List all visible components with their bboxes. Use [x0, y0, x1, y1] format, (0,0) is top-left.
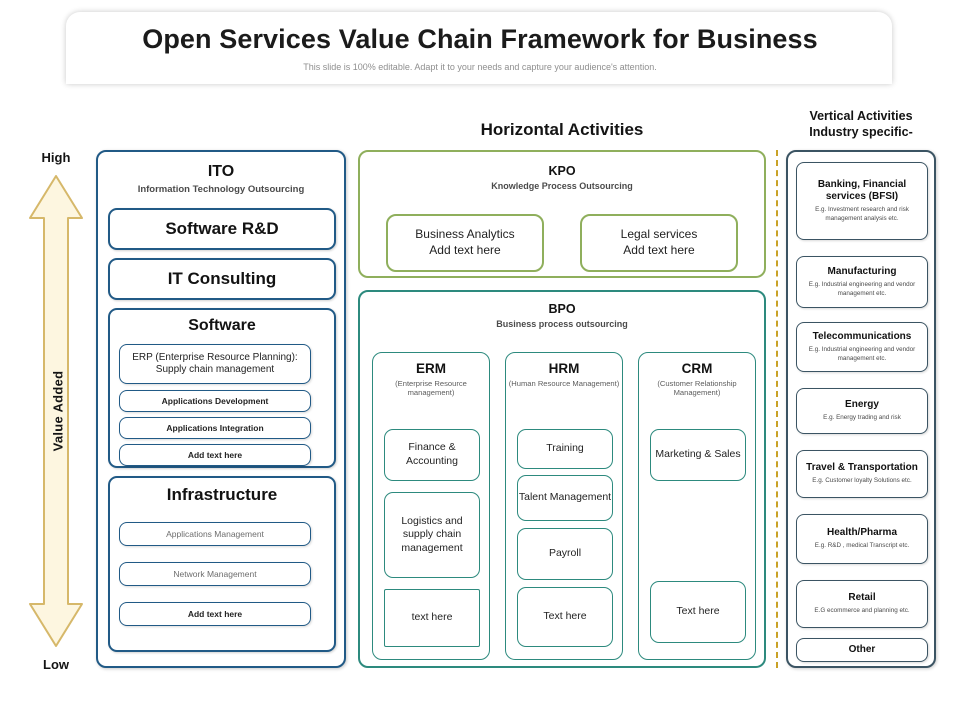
vertical-item-sub: E.g. Customer loyalty Solutions etc.	[812, 477, 912, 485]
ito-title: ITO	[207, 163, 235, 180]
vertical-dashed-divider	[776, 150, 778, 668]
vertical-item-bfsi[interactable]: Banking, Financial services (BFSI) E.g. …	[796, 162, 928, 240]
ito-infra-item-applications-management[interactable]: Applications Management	[119, 522, 311, 546]
vertical-item-title: Travel & Transportation	[806, 462, 918, 474]
value-added-axis: High Low Value Added	[14, 150, 98, 672]
bpo-hrm-subtitle: (Human Resource Management)	[508, 379, 620, 388]
axis-title: Value Added	[50, 370, 66, 452]
ito-software-item-app-dev[interactable]: Applications Development	[119, 390, 311, 412]
ito-group-software[interactable]: Software ERP (Enterprise Resource Planni…	[108, 308, 336, 468]
vertical-item-title: Retail	[848, 592, 876, 604]
kpo-title: KPO	[548, 164, 576, 178]
bpo-erm-item-text-here[interactable]: text here	[384, 589, 480, 647]
vertical-item-retail[interactable]: Retail E.G ecommerce and planning etc.	[796, 580, 928, 628]
bpo-hrm-item-text-here[interactable]: Text here	[517, 587, 613, 647]
bpo-erm-item-logistics[interactable]: Logistics and supply chain management	[384, 492, 480, 578]
vertical-item-sub: E.g. Industrial engineering and vendor m…	[808, 346, 916, 362]
ito-infra-item-network-management[interactable]: Network Management	[119, 562, 311, 586]
double-arrow-icon	[29, 175, 83, 647]
axis-high-label: High	[41, 150, 71, 165]
ito-software-item-add-text[interactable]: Add text here	[119, 444, 311, 466]
ito-subtitle: Information Technology Outsourcing	[137, 184, 305, 195]
vertical-item-sub: E.g. Investment research and risk manage…	[815, 206, 909, 222]
bpo-column-hrm[interactable]: HRM (Human Resource Management) Training…	[505, 352, 623, 660]
bpo-panel[interactable]: BPO Business process outsourcing ERM (En…	[358, 290, 766, 668]
bpo-column-crm[interactable]: CRM (Customer Relationship Management) M…	[638, 352, 756, 660]
bpo-title: BPO	[548, 302, 576, 316]
ito-panel[interactable]: ITO Information Technology Outsourcing S…	[96, 150, 346, 668]
vertical-item-title: Telecommunications	[812, 331, 912, 343]
vertical-item-title: Energy	[845, 399, 879, 411]
bpo-hrm-item-payroll[interactable]: Payroll	[517, 528, 613, 580]
bpo-crm-subtitle: (Customer Relationship Management)	[657, 379, 737, 398]
bpo-hrm-item-training[interactable]: Training	[517, 429, 613, 469]
ito-item-software-rd[interactable]: Software R&D	[108, 208, 336, 250]
vertical-item-manufacturing[interactable]: Manufacturing E.g. Industrial engineerin…	[796, 256, 928, 308]
vertical-item-sub: E.g. Energy trading and risk	[823, 414, 901, 422]
ito-group-infrastructure-title: Infrastructure	[166, 485, 278, 504]
bpo-erm-subtitle: (Enterprise Resource management)	[395, 379, 467, 398]
ito-infra-item-add-text[interactable]: Add text here	[119, 602, 311, 626]
vertical-activities-panel[interactable]: Banking, Financial services (BFSI) E.g. …	[786, 150, 936, 668]
bpo-subtitle: Business process outsourcing	[496, 319, 628, 329]
vertical-item-energy[interactable]: Energy E.g. Energy trading and risk	[796, 388, 928, 434]
vertical-item-sub: E.G ecommerce and planning etc.	[814, 607, 910, 615]
bpo-crm-item-marketing-sales[interactable]: Marketing & Sales	[650, 429, 746, 481]
ito-software-item-erp[interactable]: ERP (Enterprise Resource Planning): Supp…	[119, 344, 311, 384]
kpo-subtitle: Knowledge Process Outsourcing	[491, 181, 633, 191]
bpo-column-erm[interactable]: ERM (Enterprise Resource management) Fin…	[372, 352, 490, 660]
vertical-item-title: Manufacturing	[827, 266, 897, 278]
vertical-item-travel-transportation[interactable]: Travel & Transportation E.g. Customer lo…	[796, 450, 928, 498]
ito-software-item-app-integration[interactable]: Applications Integration	[119, 417, 311, 439]
axis-low-label: Low	[43, 657, 69, 672]
vertical-item-title: Other	[848, 644, 876, 655]
vertical-item-sub: E.g. Industrial engineering and vendor m…	[808, 281, 916, 297]
kpo-panel[interactable]: KPO Knowledge Process Outsourcing Busine…	[358, 150, 766, 278]
page-title: Open Services Value Chain Framework for …	[142, 24, 818, 54]
bpo-erm-item-finance-accounting[interactable]: Finance & Accounting	[384, 429, 480, 481]
ito-group-infrastructure[interactable]: Infrastructure Applications Management N…	[108, 476, 336, 652]
vertical-item-title: Health/Pharma	[826, 527, 898, 539]
bpo-crm-item-text-here[interactable]: Text here	[650, 581, 746, 643]
vertical-item-title: Banking, Financial services (BFSI)	[817, 179, 907, 203]
bpo-hrm-title: HRM	[548, 361, 580, 376]
vertical-item-health-pharma[interactable]: Health/Pharma E.g. R&D , medical Transcr…	[796, 514, 928, 564]
bpo-hrm-item-talent-management[interactable]: Talent Management	[517, 475, 613, 521]
horizontal-activities-label: Horizontal Activities	[480, 120, 644, 139]
title-card	[66, 12, 892, 84]
ito-group-software-title: Software	[188, 317, 256, 334]
vertical-item-other[interactable]: Other	[796, 638, 928, 662]
vertical-item-telecommunications[interactable]: Telecommunications E.g. Industrial engin…	[796, 322, 928, 372]
page-subtitle: This slide is 100% editable. Adapt it to…	[303, 62, 657, 72]
bpo-erm-title: ERM	[416, 361, 446, 376]
bpo-crm-title: CRM	[681, 361, 713, 376]
vertical-item-sub: E.g. R&D , medical Transcript etc.	[814, 542, 910, 550]
ito-item-it-consulting[interactable]: IT Consulting	[108, 258, 336, 300]
